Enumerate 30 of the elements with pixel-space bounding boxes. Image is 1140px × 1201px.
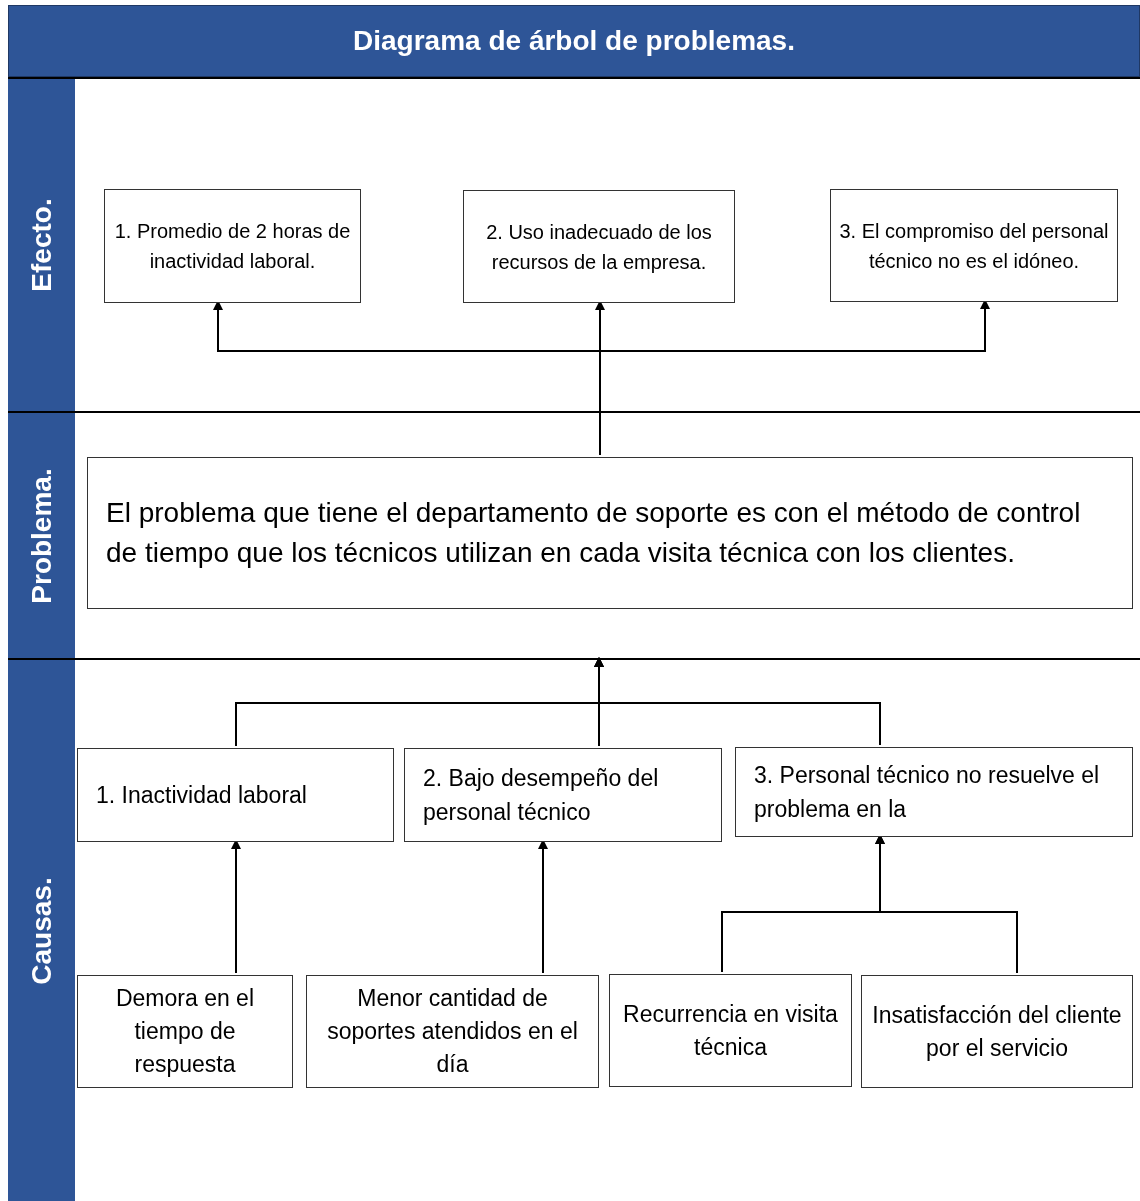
box-text: 3. El compromiso del personal técnico no es el idóneo. xyxy=(839,218,1109,274)
cause-effect-box xyxy=(104,189,361,303)
lane-title: Problema. xyxy=(25,467,58,604)
title-banner: Diagrama de árbol de problemas. xyxy=(8,5,1140,77)
lane-title: Causas. xyxy=(25,876,58,985)
box-text: 1. Inactividad laboral xyxy=(96,781,308,810)
box-text: Menor cantidad de soportes atendidos en el día xyxy=(326,984,579,1079)
problem-box xyxy=(87,457,1133,609)
swimlane-band xyxy=(8,411,1140,658)
swimlane-band xyxy=(8,77,1140,411)
box-text: Recurrencia en visita técnica xyxy=(622,999,839,1062)
cause-effect-box xyxy=(404,748,722,842)
box-text: 2. Uso inadecuado de los recursos de la empresa. xyxy=(485,219,713,275)
cause-effect-box xyxy=(609,974,852,1087)
cause-effect-box xyxy=(306,975,599,1088)
box-text: 3. Personal técnico no resuelve el problema en la xyxy=(754,761,1101,824)
cause-effect-box xyxy=(830,189,1118,302)
cause-effect-box xyxy=(861,975,1133,1088)
cause-effect-box xyxy=(735,747,1133,837)
box-text: Insatisfacción del cliente por el servicio xyxy=(871,1000,1123,1063)
box-text: 2. Bajo desempeño del personal técnico xyxy=(423,764,660,827)
box-text: 1. Promedio de 2 horas de inactividad laboral. xyxy=(113,219,352,274)
cause-effect-box xyxy=(77,975,293,1088)
cause-effect-box xyxy=(463,190,735,303)
arrow xyxy=(594,657,881,746)
cause-effect-box xyxy=(77,748,394,842)
lane-title: Efecto. xyxy=(25,198,58,292)
swimlane-band xyxy=(8,658,1140,1201)
box-text: El problema que tiene el departamento de soporte es con el método de control de tiempo que los técnicos utilizan en cada visita técnica con los clientes. xyxy=(106,496,1082,570)
box-text: Demora en el tiempo de respuesta xyxy=(114,984,256,1079)
